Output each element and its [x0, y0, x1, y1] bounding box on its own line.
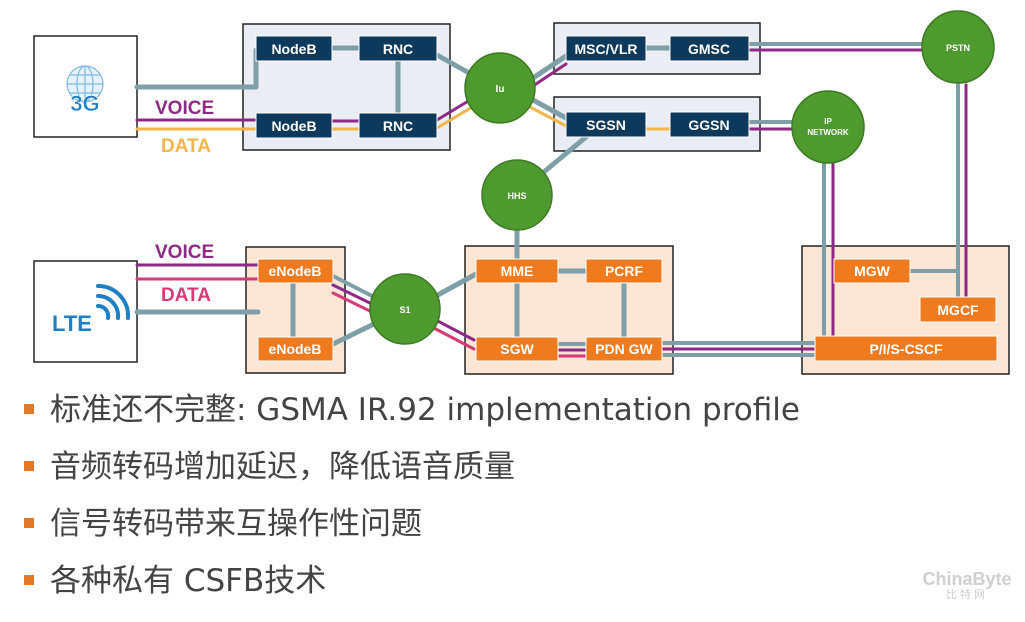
voice-3g-label: VOICE [155, 98, 214, 119]
bullet-square-icon [24, 575, 34, 585]
mme-node[interactable]: MME [475, 258, 559, 284]
chinabyte-watermark: ChinaByte 比特网 [917, 570, 1017, 602]
rnc-bottom-label: RNC [383, 118, 413, 134]
ip-network-label-line2: NETWORK [807, 128, 849, 137]
bullet-square-icon [24, 518, 34, 528]
ggsn-node[interactable]: GGSN [669, 111, 750, 138]
data-lte-label: DATA [161, 285, 211, 306]
pstn-circle[interactable]: PSTN [921, 10, 995, 84]
rnc-bottom-node[interactable]: RNC [358, 112, 438, 139]
bullet-item: 音频转码增加延迟，降低语音质量 [18, 445, 800, 502]
bullet-square-icon [24, 461, 34, 471]
pcrf-label: PCRF [605, 263, 644, 279]
msc-vlr-node[interactable]: MSC/VLR [565, 35, 647, 62]
ip-network-circle[interactable]: IP NETWORK [791, 90, 865, 164]
bullet-text: 标准还不完整: GSMA IR.92 implementation profil… [50, 392, 800, 428]
nodeb-bottom-label: NodeB [271, 118, 316, 134]
bullet-item: 标准还不完整: GSMA IR.92 implementation profil… [18, 388, 800, 445]
mgcf-label: MGCF [937, 302, 979, 318]
pisc-cscf-node[interactable]: P/I/S-CSCF [814, 335, 998, 362]
nodeb-top-label: NodeB [271, 41, 316, 57]
msc-vlr-label: MSC/VLR [575, 41, 638, 57]
iu-circle[interactable]: Iu [464, 52, 536, 124]
hhs-circle[interactable]: HHS [481, 159, 553, 231]
data-3g-label: DATA [161, 136, 211, 157]
s1-label: S1 [399, 305, 410, 315]
mgcf-node[interactable]: MGCF [919, 296, 997, 323]
pisc-cscf-label: P/I/S-CSCF [869, 341, 943, 357]
voice-lte-label: VOICE [155, 242, 214, 263]
bullet-text: 信号转码带来互操作性问题 [50, 506, 422, 542]
iu-label: Iu [496, 84, 505, 95]
pdn-gw-node[interactable]: PDN GW [585, 336, 663, 362]
gmsc-node[interactable]: GMSC [669, 35, 750, 62]
gmsc-label: GMSC [688, 41, 730, 57]
enodeb-top-node[interactable]: eNodeB [257, 258, 334, 284]
bullet-item: 各种私有 CSFB技术 [18, 559, 800, 616]
rnc-top-node[interactable]: RNC [358, 35, 438, 62]
bullet-list: 标准还不完整: GSMA IR.92 implementation profil… [18, 388, 800, 616]
hhs-label: HHS [507, 191, 526, 201]
network-diagram: 3G LTE VOICE DATA VOICE DATA NodeB NodeB… [33, 10, 1010, 375]
watermark-sub: 比特网 [946, 589, 988, 601]
enodeb-bottom-label: eNodeB [269, 341, 322, 357]
enodeb-top-label: eNodeB [269, 263, 322, 279]
lte-device-box [33, 260, 138, 363]
pstn-label: PSTN [946, 43, 970, 53]
watermark-main: ChinaByte [922, 569, 1012, 589]
sgw-label: SGW [500, 341, 534, 357]
bullet-text: 各种私有 CSFB技术 [50, 563, 327, 599]
enodeb-bottom-node[interactable]: eNodeB [257, 336, 334, 362]
sgsn-label: SGSN [586, 117, 626, 133]
bullet-text: 音频转码增加延迟，降低语音质量 [50, 449, 515, 485]
nodeb-top-node[interactable]: NodeB [255, 35, 333, 62]
pcrf-node[interactable]: PCRF [585, 258, 663, 284]
mgw-label: MGW [854, 263, 891, 279]
3g-badge: 3G [70, 91, 99, 116]
nodeb-bottom-node[interactable]: NodeB [255, 112, 333, 139]
mme-label: MME [501, 263, 534, 279]
ip-network-label-line1: IP [824, 117, 832, 126]
bullet-item: 信号转码带来互操作性问题 [18, 502, 800, 559]
bullet-square-icon [24, 404, 34, 414]
lte-signal-icon [96, 283, 131, 320]
sgw-node[interactable]: SGW [475, 336, 559, 362]
rnc-top-label: RNC [383, 41, 413, 57]
ggsn-label: GGSN [688, 117, 729, 133]
sgsn-node[interactable]: SGSN [565, 111, 647, 138]
mgw-node[interactable]: MGW [833, 258, 911, 284]
lte-badge: LTE [52, 311, 92, 336]
s1-circle[interactable]: S1 [369, 273, 441, 345]
pdn-gw-label: PDN GW [595, 341, 653, 357]
3g-globe-icon [66, 65, 104, 103]
